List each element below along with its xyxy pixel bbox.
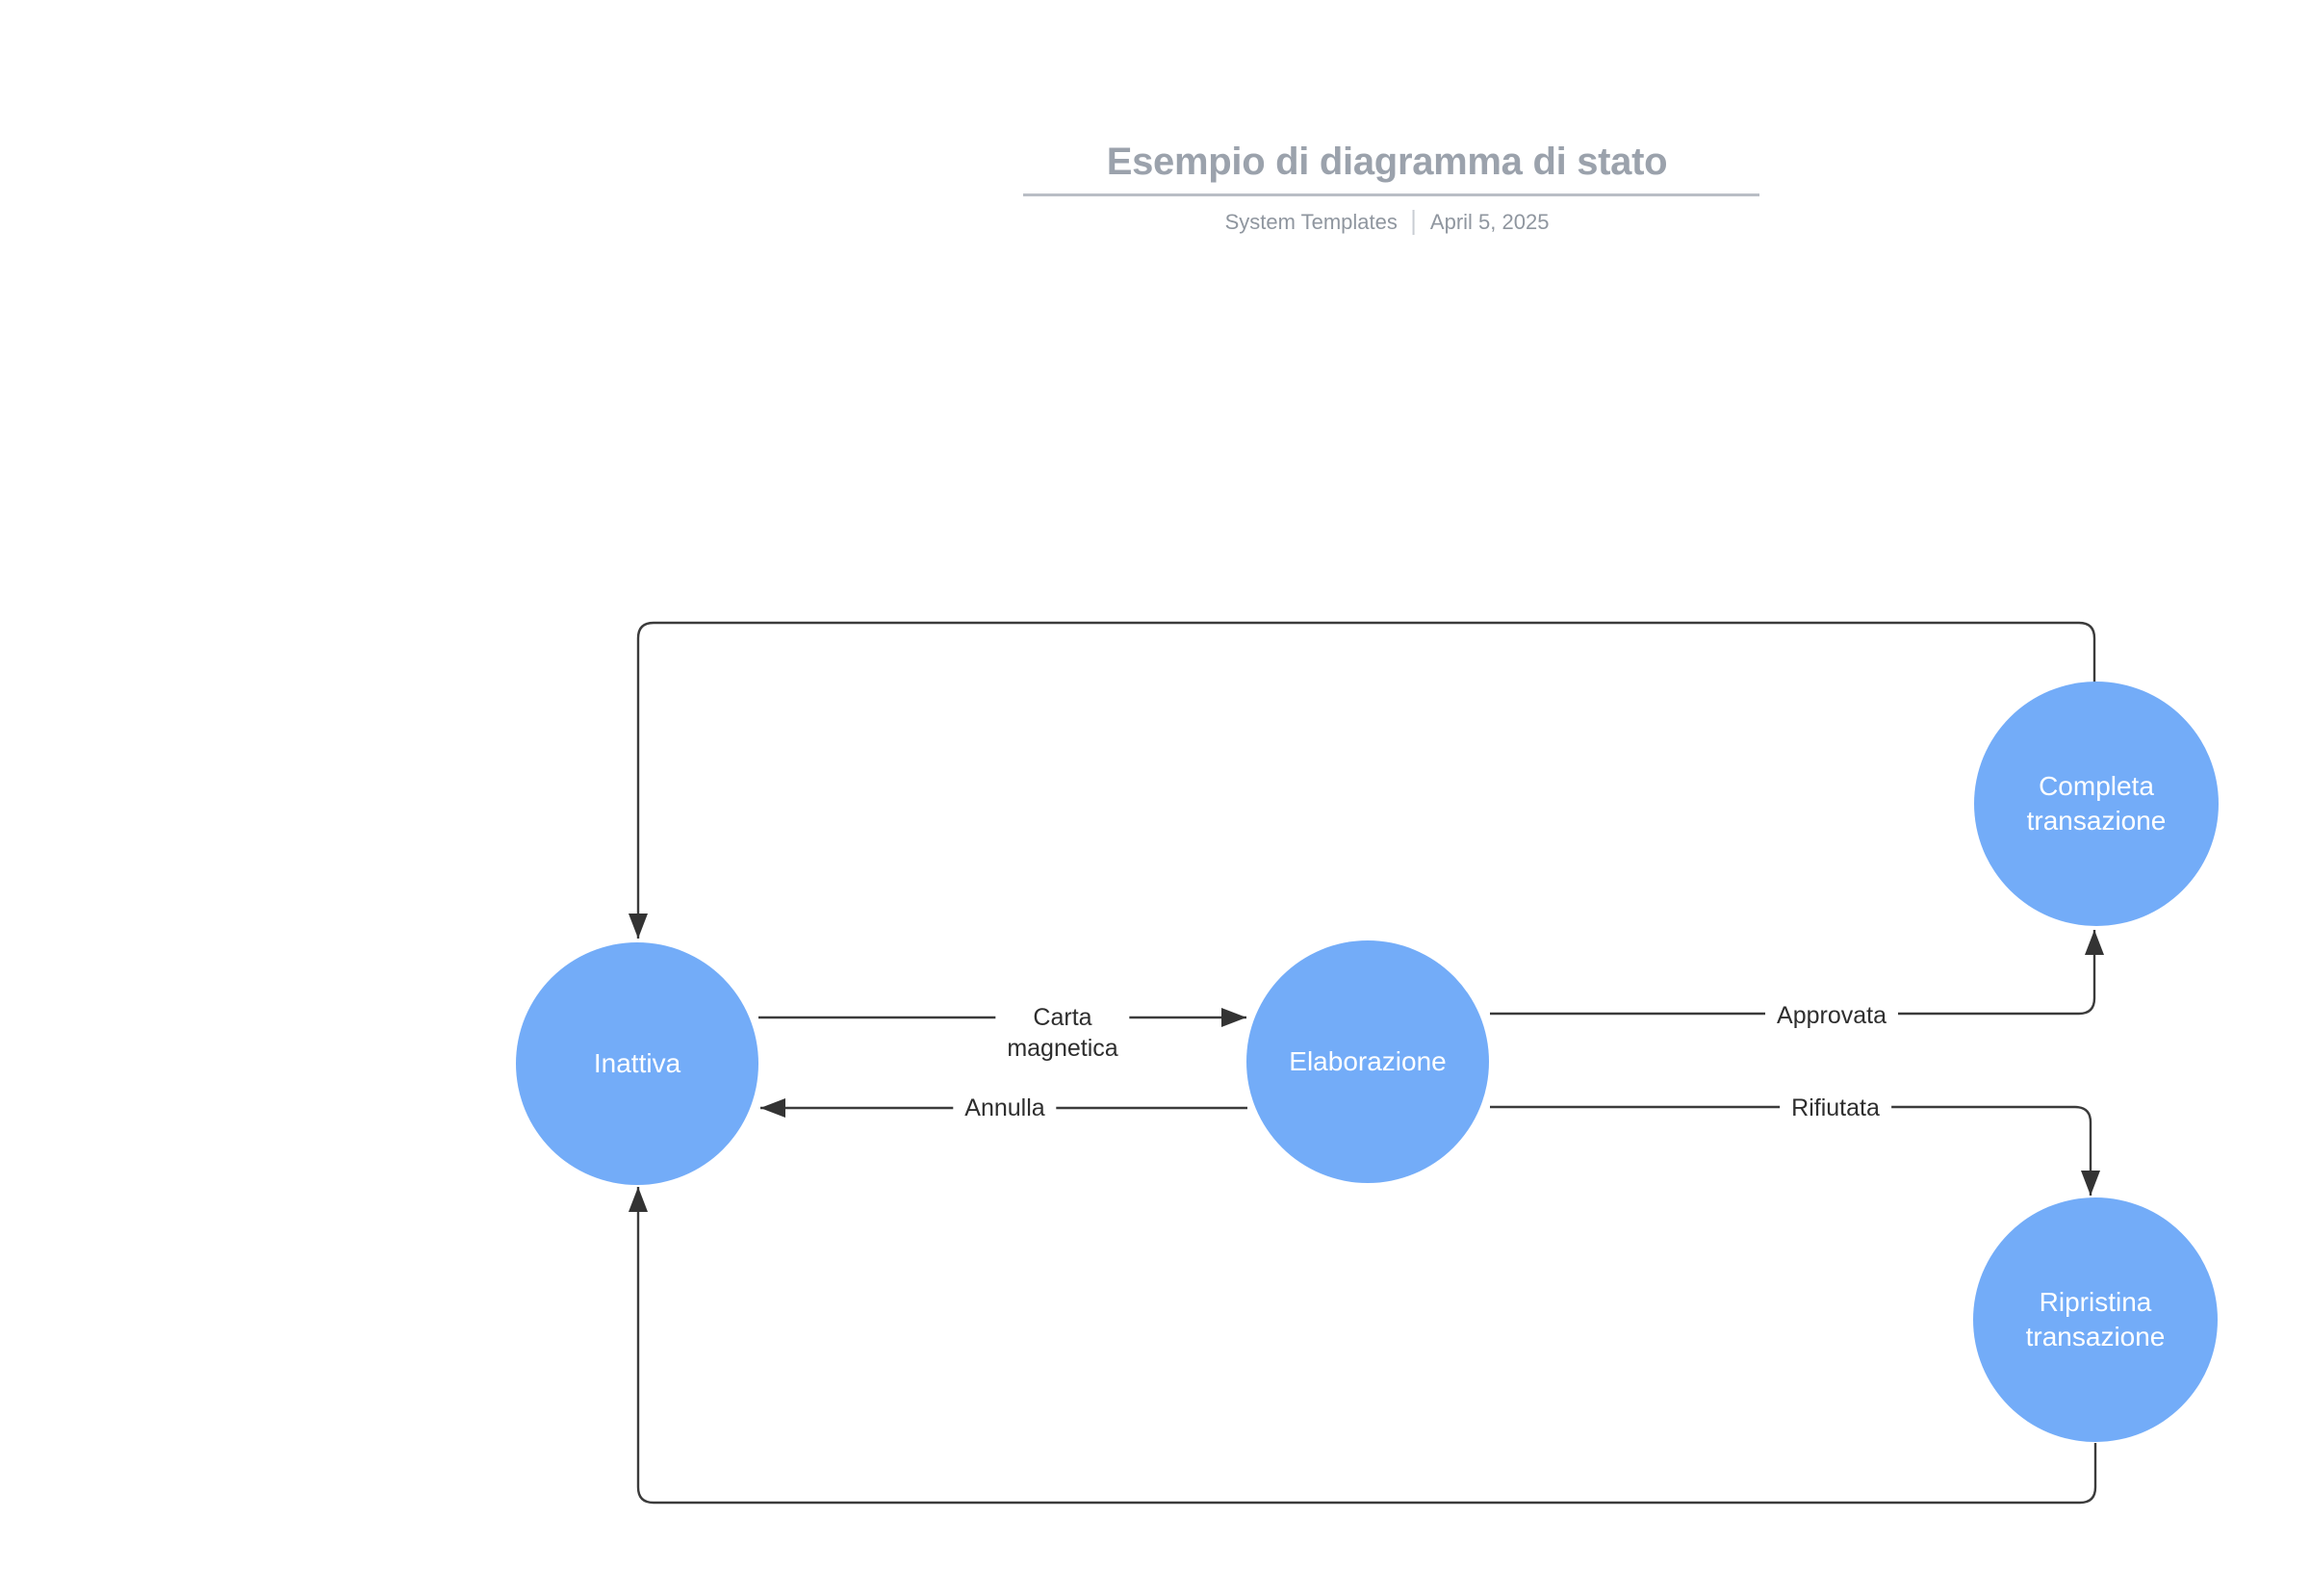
- arrowhead-icon: [2081, 1171, 2100, 1196]
- arrowhead-icon: [629, 1187, 648, 1212]
- transition-edge-rifiutata[interactable]: [1490, 1105, 2092, 1196]
- arrowhead-icon: [2085, 930, 2104, 955]
- title-underline: [1023, 193, 1759, 196]
- state-node-inattiva[interactable]: [516, 942, 758, 1185]
- subtitle-date: April 5, 2025: [1429, 210, 1550, 234]
- transition-edge-ripristina-to-inattiva[interactable]: [636, 1187, 2097, 1505]
- page-title: Esempio di diagramma di stato: [1106, 141, 1668, 183]
- arrowhead-icon: [760, 1098, 785, 1118]
- state-node-elaborazione[interactable]: [1246, 940, 1489, 1183]
- diagram-subtitle: System Templates April 5, 2025: [1224, 210, 1550, 235]
- subtitle-brand: System Templates: [1224, 210, 1398, 234]
- arrowhead-icon: [1221, 1008, 1246, 1027]
- state-node-completa[interactable]: [1974, 682, 2219, 926]
- subtitle-divider: [1412, 210, 1415, 235]
- arrowhead-icon: [629, 914, 648, 939]
- transition-edge-completa-to-inattiva[interactable]: [636, 621, 2096, 939]
- state-node-ripristina[interactable]: [1973, 1197, 2218, 1442]
- transition-edge-approvata[interactable]: [1490, 930, 2096, 1016]
